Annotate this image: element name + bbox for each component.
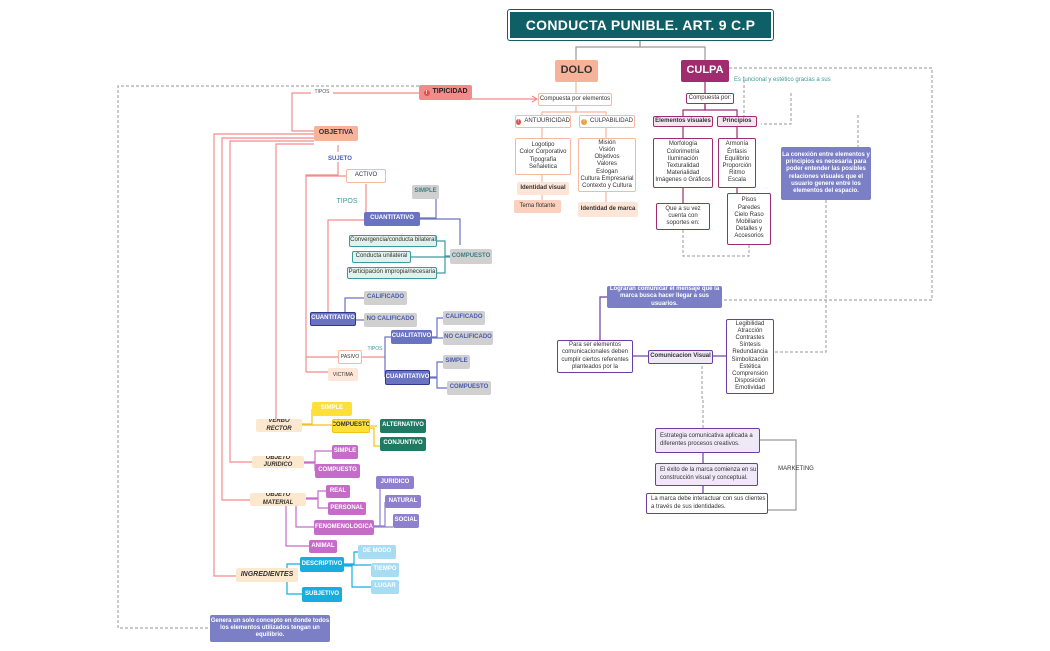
- soportes-note: Que a su vez cuenta con soportes en:: [656, 203, 710, 230]
- no-calificado-node-2: NO CALIFICADO: [443, 331, 493, 345]
- lugar-node: LUGAR: [371, 580, 399, 594]
- victima-node: VICTIMA: [328, 368, 358, 381]
- info-icon: !: [516, 118, 522, 125]
- verbo-rector-node: VERBO RECTOR: [256, 419, 302, 432]
- culpa-node: CULPA: [681, 60, 729, 82]
- juridico-node: JURIDICO: [376, 476, 414, 489]
- para-ser-note: Para ser elementos comunicacionales debe…: [557, 340, 633, 373]
- compuesto-node-4: COMPUESTO: [315, 464, 360, 478]
- conjuntivo-node: CONJUNTIVO: [380, 437, 426, 451]
- objeto-material-node: OBJETO MATERIAL: [250, 493, 306, 506]
- simple-node-3: SIMPLE: [312, 402, 352, 416]
- elementos-visuales-list: Morfología Colorimetría Iluminación Text…: [653, 138, 713, 188]
- cuantitativo-node-3: CUANTITATIVO: [385, 370, 430, 385]
- cualitativo-node: CUALITATIVO: [391, 330, 432, 344]
- convergencia-node: Convergencia/conducta bilateral: [349, 235, 437, 247]
- cuantitativo-node-2: CUANTITATIVO: [310, 312, 356, 326]
- comunicacion-visual-node: Comunicacion Visual: [648, 350, 713, 364]
- identidad-visual-list: Logotipo Color Corporativo Tipografía Se…: [515, 138, 571, 175]
- de-modo-node: DE MODO: [358, 545, 396, 559]
- genera-note: Genera un solo concepto en donde todos l…: [210, 615, 330, 642]
- principios-node: Principios: [717, 116, 757, 127]
- compuesto-node-2: COMPUESTO: [447, 381, 491, 395]
- no-calificado-node-1: NO CALIFICADO: [364, 313, 417, 327]
- animal-node: ANIMAL: [309, 540, 337, 553]
- tipos-label-2: TIPOS: [336, 197, 358, 205]
- identidad-visual-node: Identidad visual: [517, 182, 569, 195]
- descriptivo-node: DESCRIPTIVO: [300, 557, 344, 572]
- activo-node: ACTIVO: [346, 169, 386, 183]
- dolo-compuesta: Compuesta por elementos: [538, 93, 612, 106]
- fenomenologica-node: FENOMENOLOGICA: [314, 520, 374, 535]
- info-icon: !: [581, 118, 588, 125]
- alternativo-node: ALTERNATIVO: [380, 419, 426, 433]
- tema-flotante-node: Tema flotante: [514, 200, 561, 213]
- tipicidad-node: !TIPICIDAD: [419, 85, 472, 100]
- elementos-visuales-node: Elementos visuales: [653, 116, 713, 127]
- personal-node: PERSONAL: [328, 502, 366, 515]
- objetiva-node: OBJETIVA: [314, 126, 358, 141]
- subjetivo-node: SUBJETIVO: [302, 587, 342, 602]
- compuesto-node-1: COMPUESTO: [450, 249, 492, 264]
- conducta-unilateral-node: Conducta unilateral: [352, 251, 411, 263]
- marketing-label: MARKETING: [778, 466, 814, 473]
- social-node: SOCIAL: [393, 514, 419, 528]
- compuesto-node-3: COMPUESTO: [332, 419, 370, 433]
- comunicacion-visual-list: Legibilidad Atracción Contrastes Síntesi…: [726, 319, 774, 394]
- tipos-label-1: TIPOS: [311, 88, 333, 96]
- culpabilidad-label: CULPABILIDAD: [590, 117, 633, 124]
- funcional-note: Es funcional y estético gracias a sus: [734, 77, 831, 84]
- sujeto-label: SUJETO: [328, 155, 352, 162]
- objeto-juridico-node: OBJETO JURIDICO: [252, 456, 304, 468]
- interactuar-note: La marca debe interactuar con sus client…: [646, 493, 768, 514]
- ingredientes-node: INGREDIENTES: [236, 568, 298, 582]
- identidad-marca-list: Misión Visión Objetivos Valores Eslogan …: [578, 138, 636, 192]
- tipicidad-label: TIPICIDAD: [432, 88, 468, 96]
- dolo-node: DOLO: [555, 60, 598, 82]
- pasivo-node: PASIVO: [338, 350, 362, 364]
- participacion-node: Participación impropia/necesaria: [347, 267, 437, 279]
- simple-node-4: SIMPLE: [332, 445, 358, 459]
- soportes-list: Pisos Paredes Cielo Raso Mobiliario Deta…: [727, 193, 771, 245]
- lograran-note: Lograran comunicar el mensaje que la mar…: [607, 286, 722, 308]
- principios-list: Armonía Énfasis Equilibrio Proporción Ri…: [718, 138, 756, 188]
- tipos-label-3: TIPOS: [367, 346, 383, 352]
- culpabilidad-node: !CULPABILIDAD: [579, 115, 635, 128]
- estrategia-note: Estrategia comunicativa aplicada a difer…: [655, 428, 760, 453]
- antijuricidad-label: ANTIJURICIDAD: [524, 117, 570, 124]
- natural-node: NATURAL: [385, 495, 421, 508]
- cuantitativo-node-1: CUANTITATIVO: [364, 212, 420, 226]
- calificado-node-1: CALIFICADO: [364, 291, 407, 305]
- exito-note: El éxito de la marca comienza en su cons…: [655, 463, 758, 486]
- simple-node-2: SIMPLE: [443, 355, 470, 369]
- antijuricidad-node: !ANTIJURICIDAD: [515, 115, 571, 128]
- simple-node-1: SIMPLE: [412, 185, 439, 199]
- identidad-marca-node: Identidad de marca: [578, 202, 638, 217]
- main-title: CONDUCTA PUNIBLE. ART. 9 C.P: [507, 9, 774, 41]
- real-node: REAL: [326, 485, 350, 498]
- calificado-node-2: CALIFICADO: [443, 311, 485, 325]
- conexion-note: La conexión entre elementos y principios…: [781, 147, 871, 200]
- info-icon: !: [423, 89, 430, 96]
- tiempo-node: TIEMPO: [371, 563, 399, 577]
- culpa-compuesta: Compuesta por:: [686, 93, 734, 104]
